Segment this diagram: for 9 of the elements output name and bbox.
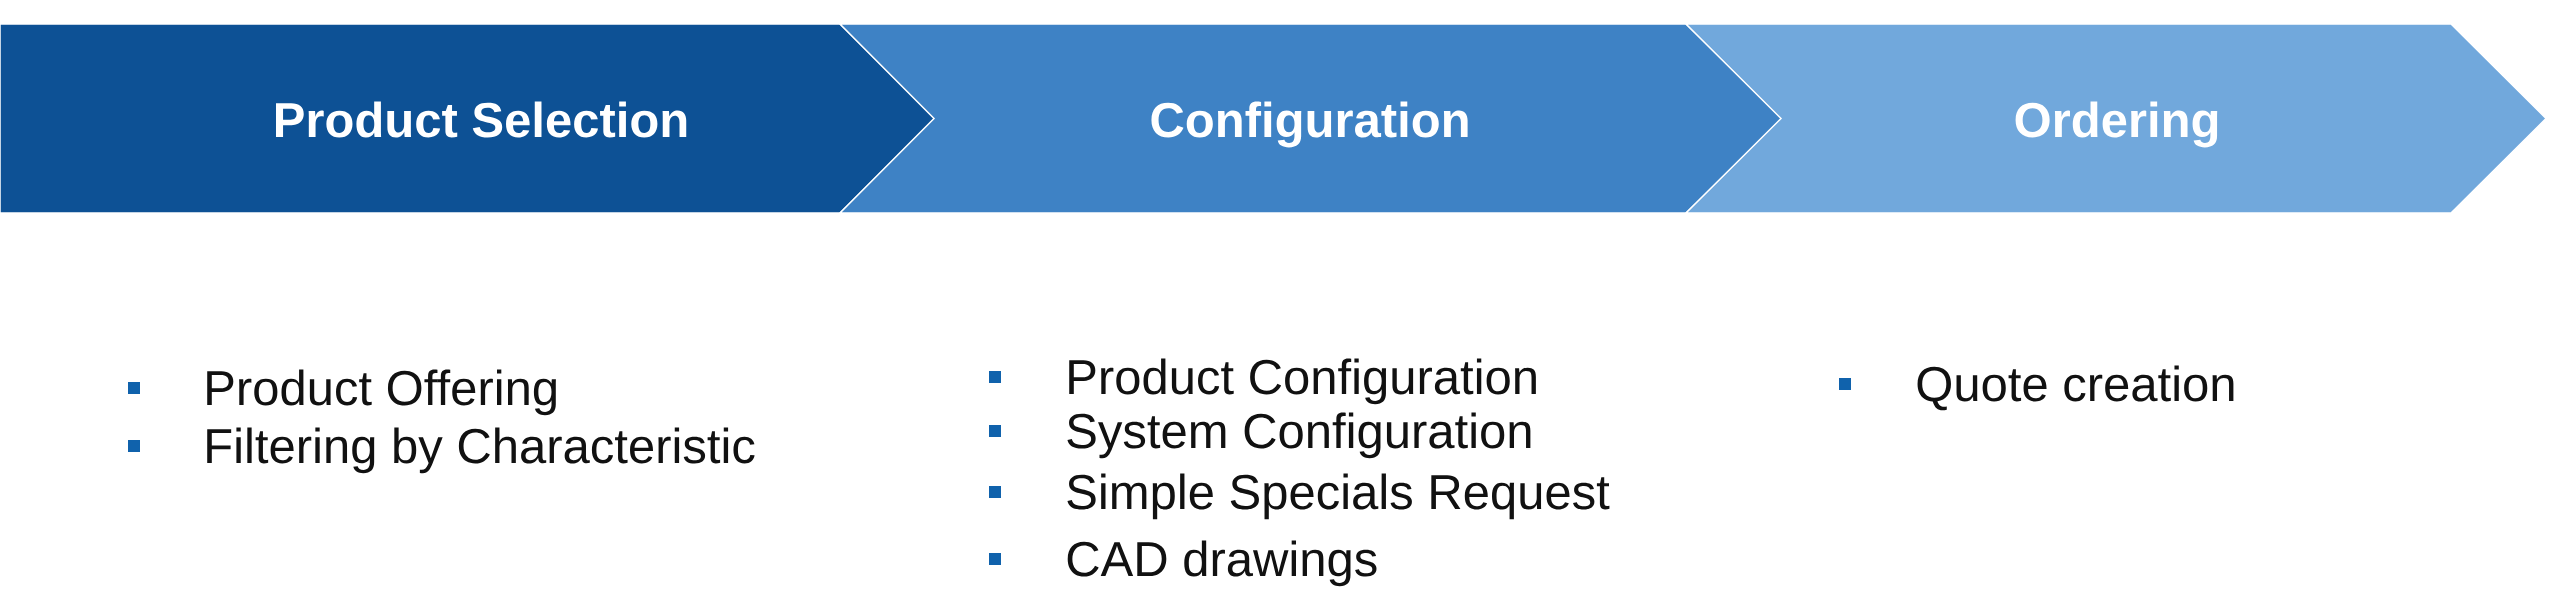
step-banner: Ordering	[1684, 23, 2548, 214]
list-item: Filtering by Characteristic	[207, 427, 755, 474]
list-item: Product Offering	[207, 369, 556, 416]
list-item: System Configuration	[1067, 412, 1531, 459]
list-item: Simple Specials Request	[1067, 473, 1610, 520]
list-item: CAD drawings	[1067, 540, 1377, 587]
step-banner: Product Selection	[0, 23, 937, 214]
list-item: Quote creation	[1917, 365, 2234, 411]
list-item: Product Configuration	[1069, 358, 1536, 405]
